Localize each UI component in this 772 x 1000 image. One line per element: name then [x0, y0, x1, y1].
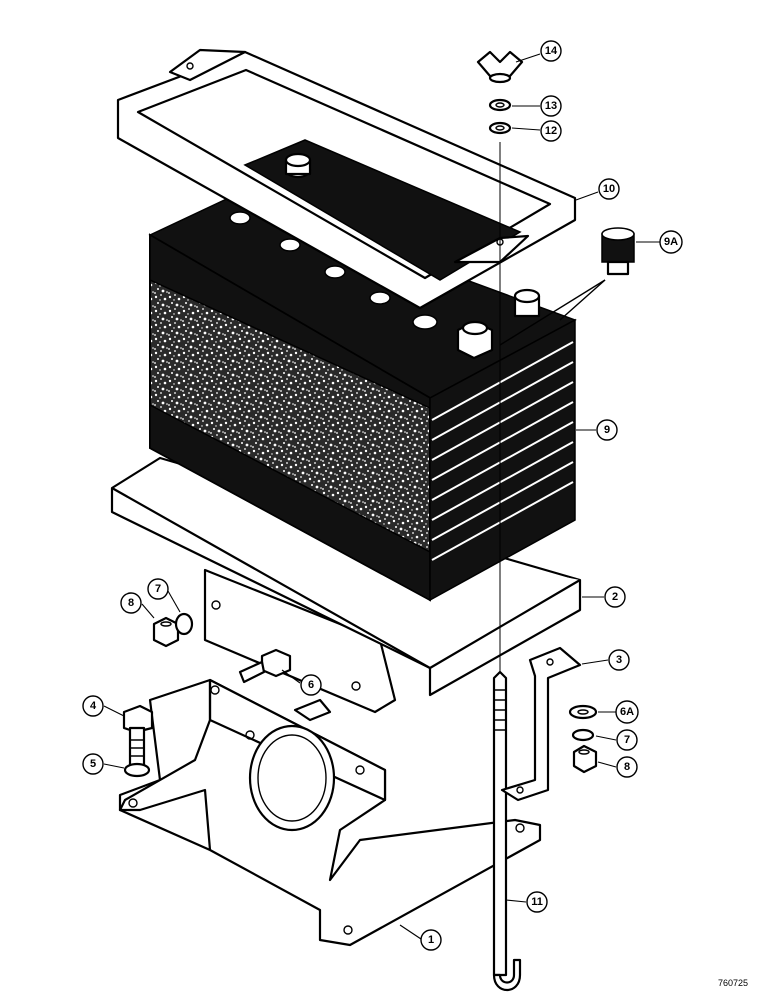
- callout-11: 11: [526, 891, 548, 913]
- bolt-mid: [238, 648, 292, 684]
- figure-id: 760725: [718, 978, 748, 988]
- callout-6a: 6A: [615, 700, 639, 724]
- mounting-bracket: [118, 678, 542, 947]
- nut-left: [152, 616, 180, 648]
- callout-12: 12: [540, 120, 562, 142]
- lock-washer-left: [123, 762, 151, 778]
- wing-nut: [476, 50, 524, 84]
- svg-text:7: 7: [155, 583, 161, 595]
- battery-cell-caps: [229, 211, 438, 330]
- svg-text:6: 6: [308, 679, 314, 691]
- callout-9a: 9A: [659, 230, 683, 254]
- svg-text:14: 14: [545, 45, 558, 57]
- svg-text:11: 11: [531, 896, 543, 908]
- lock-washer: [488, 98, 512, 112]
- callout-2: 2: [604, 586, 626, 608]
- flat-washer-right: [568, 704, 598, 720]
- callout-6: 6: [300, 674, 322, 696]
- callout-9: 9: [596, 419, 618, 441]
- callout-1: 1: [420, 929, 442, 951]
- svg-text:13: 13: [545, 100, 557, 112]
- svg-text:9: 9: [604, 424, 610, 436]
- lock-washer-right: [571, 728, 595, 742]
- callout-10: 10: [598, 178, 620, 200]
- callout-8-right: 8: [616, 756, 638, 778]
- nut-right: [572, 744, 598, 774]
- vent-cap: [499, 227, 635, 346]
- svg-text:2: 2: [612, 591, 618, 603]
- battery: [148, 194, 577, 602]
- svg-text:5: 5: [90, 758, 96, 770]
- svg-text:1: 1: [428, 934, 434, 946]
- svg-text:8: 8: [128, 597, 134, 609]
- bolt-left: [122, 704, 154, 768]
- callout-4: 4: [82, 695, 104, 717]
- callout-14: 14: [540, 40, 562, 62]
- hold-down-rod: [492, 142, 522, 991]
- callout-5: 5: [82, 753, 104, 775]
- callout-8-left: 8: [120, 592, 142, 614]
- battery-tray: [110, 456, 582, 697]
- hold-down-frame: [116, 48, 577, 310]
- callout-13: 13: [540, 95, 562, 117]
- battery-terminal-negative: [513, 288, 541, 318]
- svg-text:3: 3: [616, 654, 622, 666]
- leader-lines: [103, 53, 660, 940]
- callout-7-right: 7: [616, 729, 638, 751]
- svg-text:6A: 6A: [620, 706, 634, 718]
- svg-text:12: 12: [545, 125, 557, 137]
- svg-text:8: 8: [624, 761, 630, 773]
- lock-washer-upper-left: [174, 612, 194, 636]
- svg-text:9A: 9A: [664, 236, 678, 248]
- callout-7-left: 7: [147, 578, 169, 600]
- svg-text:7: 7: [624, 734, 630, 746]
- svg-text:10: 10: [603, 183, 615, 195]
- battery-side-ribs: [431, 341, 574, 561]
- clamp-bracket: [500, 646, 582, 802]
- battery-terminal-positive: [456, 320, 494, 360]
- flat-washer: [488, 121, 512, 135]
- callout-3: 3: [608, 649, 630, 671]
- svg-text:4: 4: [90, 700, 97, 712]
